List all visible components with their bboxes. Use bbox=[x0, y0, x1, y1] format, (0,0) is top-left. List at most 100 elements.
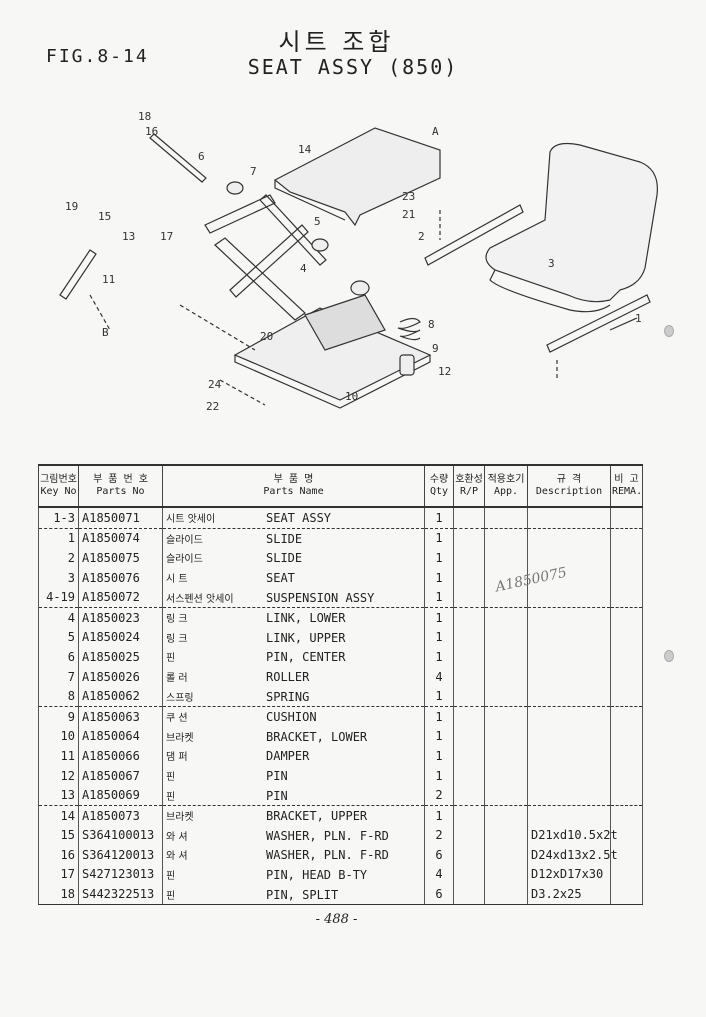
parts-name-english: SEAT bbox=[266, 571, 295, 586]
rp-cell bbox=[453, 607, 485, 628]
description-cell bbox=[527, 746, 611, 766]
parts-name-korean: 핀 bbox=[166, 653, 176, 665]
rp-cell bbox=[453, 825, 485, 846]
rp-cell bbox=[453, 627, 485, 648]
key-cell: 4 bbox=[38, 607, 79, 628]
qty-cell: 1 bbox=[424, 528, 454, 549]
parts-name-english: PIN bbox=[266, 788, 288, 803]
rp-cell bbox=[453, 765, 485, 786]
parts-name-cell: 스프링 SPRING bbox=[162, 686, 425, 707]
rp-cell bbox=[453, 864, 485, 885]
part-number-cell: A1850076 bbox=[78, 567, 163, 588]
parts-name-korean: 링 크 bbox=[166, 614, 188, 626]
parts-name-korean: 스프링 bbox=[166, 692, 194, 704]
qty-cell: 6 bbox=[424, 845, 454, 865]
part-number-cell: A1850063 bbox=[78, 706, 163, 727]
remarks-cell bbox=[610, 825, 643, 846]
punch-hole bbox=[664, 650, 674, 662]
remarks-cell bbox=[610, 587, 643, 608]
description-cell bbox=[527, 507, 611, 529]
callout-16: 16 bbox=[145, 125, 158, 138]
qty-cell: 1 bbox=[424, 686, 454, 707]
key-cell: 9 bbox=[38, 706, 79, 727]
remarks-cell bbox=[610, 805, 643, 826]
qty-cell: 1 bbox=[424, 627, 454, 648]
parts-name-english: CUSHION bbox=[266, 710, 317, 725]
bracket-upper-shape bbox=[273, 127, 441, 227]
part-number-cell: A1850066 bbox=[78, 746, 163, 766]
callout-4: 4 bbox=[300, 262, 307, 275]
key-cell: 18 bbox=[38, 884, 79, 905]
description-cell bbox=[527, 706, 611, 727]
remarks-cell bbox=[610, 785, 643, 806]
remarks-cell bbox=[610, 528, 643, 549]
parts-name-korean: 댐 퍼 bbox=[166, 752, 188, 764]
parts-name-korean: 시트 앗세이 bbox=[166, 514, 216, 526]
slide-2-shape bbox=[424, 204, 524, 266]
description-cell bbox=[527, 587, 611, 608]
remarks-cell bbox=[610, 666, 643, 687]
callout-9: 9 bbox=[432, 342, 439, 355]
page-number: - 488 - bbox=[315, 912, 358, 927]
remarks-cell bbox=[610, 567, 643, 588]
part-number-cell: A1850072 bbox=[78, 587, 163, 608]
parts-name-english: SEAT ASSY bbox=[266, 511, 332, 526]
parts-name-english: BRACKET, UPPER bbox=[266, 809, 368, 824]
app-cell bbox=[484, 686, 528, 707]
app-cell bbox=[484, 627, 528, 648]
part-number-cell: A1850074 bbox=[78, 528, 163, 549]
rp-cell bbox=[453, 587, 485, 608]
parts-name-english: PIN, CENTER bbox=[266, 650, 346, 665]
parts-name-english: SUSPENSION ASSY bbox=[266, 590, 375, 605]
callout-19: 19 bbox=[65, 200, 78, 213]
qty-cell: 1 bbox=[424, 548, 454, 568]
app-cell bbox=[484, 647, 528, 667]
rp-cell bbox=[453, 528, 485, 549]
remarks-cell bbox=[610, 864, 643, 885]
key-cell: 15 bbox=[38, 825, 79, 846]
parts-name-korean: 핀 bbox=[166, 772, 176, 784]
callout-a: A bbox=[432, 125, 439, 138]
part-number-cell: A1850069 bbox=[78, 785, 163, 806]
rp-cell bbox=[453, 785, 485, 806]
title-korean: 시트 조합 bbox=[278, 28, 395, 56]
key-cell: 1 bbox=[38, 528, 79, 549]
parts-name-english: PIN bbox=[266, 769, 288, 784]
parts-name-english: SPRING bbox=[266, 689, 310, 704]
qty-cell: 1 bbox=[424, 706, 454, 727]
qty-cell: 1 bbox=[424, 567, 454, 588]
description-cell: D24xd13x2.5t bbox=[527, 845, 618, 865]
part-number-cell: A1850075 bbox=[78, 548, 163, 568]
remarks-cell bbox=[610, 548, 643, 568]
key-cell: 13 bbox=[38, 785, 79, 806]
qty-cell: 1 bbox=[424, 587, 454, 608]
part-number-cell: A1850073 bbox=[78, 805, 163, 826]
parts-name-cell: 시트 앗세이 SEAT ASSY bbox=[162, 507, 425, 529]
callout-11: 11 bbox=[102, 273, 115, 286]
callout-8: 8 bbox=[428, 318, 435, 331]
callout-b: B bbox=[102, 326, 109, 339]
description-cell bbox=[527, 686, 611, 707]
callout-15: 15 bbox=[98, 210, 111, 223]
qty-cell: 1 bbox=[424, 607, 454, 628]
description-cell: D3.2x25 bbox=[527, 884, 611, 905]
spring-shape bbox=[397, 317, 421, 341]
app-cell bbox=[484, 666, 528, 687]
description-cell bbox=[527, 607, 611, 628]
app-cell bbox=[484, 746, 528, 766]
